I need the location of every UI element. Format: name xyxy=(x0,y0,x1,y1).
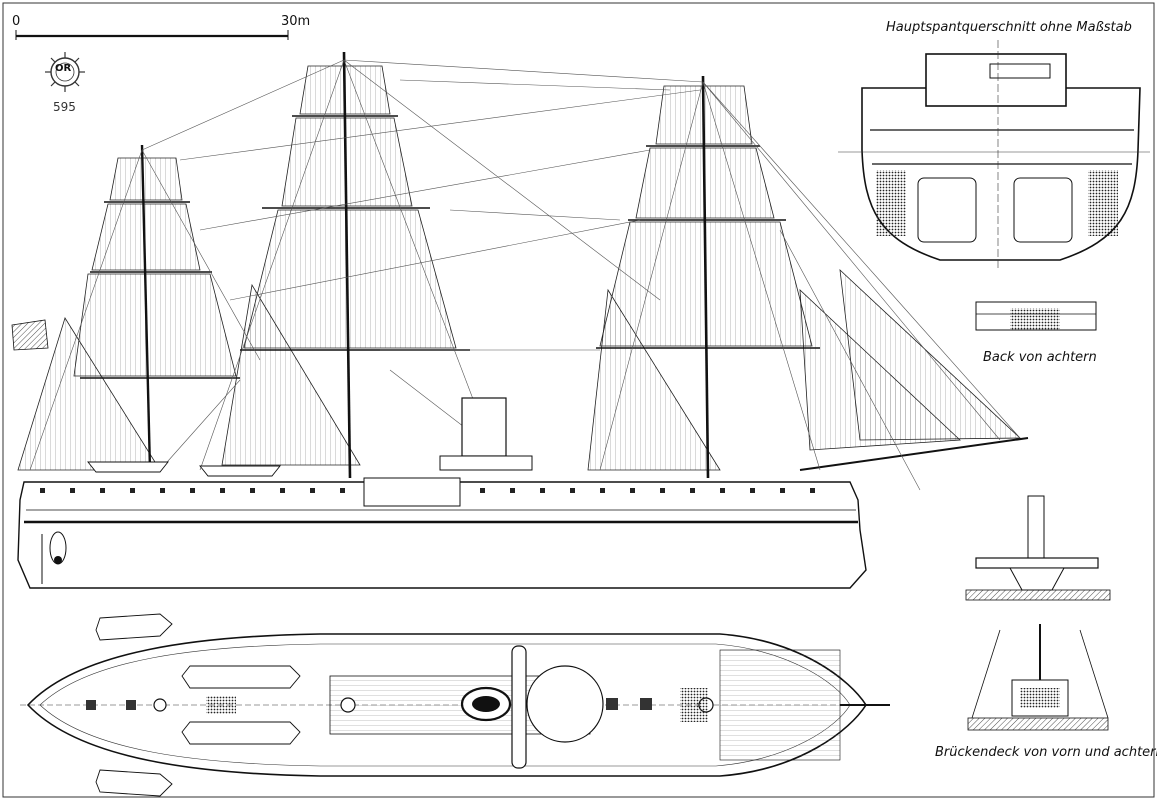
side-elevation xyxy=(11,51,1029,589)
mizzen-mast xyxy=(140,144,152,471)
bridge-deck-title: Brückendeck von vorn und achtern xyxy=(935,745,1157,760)
forecastle-aft-view xyxy=(975,301,1097,331)
midship-section xyxy=(838,40,1150,268)
side-boat xyxy=(87,461,169,473)
ensign-flag-icon xyxy=(11,319,49,351)
compass-logo-icon xyxy=(45,52,85,92)
midship-section-title: Hauptspantquerschnitt ohne Maßstab xyxy=(886,20,1132,35)
scale-bar xyxy=(15,30,289,40)
bridge-deck-views xyxy=(965,495,1111,731)
turret xyxy=(925,53,1067,107)
spanker-sail xyxy=(17,317,161,471)
funnel xyxy=(461,397,507,457)
bridge xyxy=(511,645,527,769)
gunports xyxy=(40,488,815,493)
main-mast xyxy=(342,51,352,479)
logo-number: 595 xyxy=(53,100,76,114)
skylight xyxy=(526,665,604,743)
main-topsail xyxy=(281,117,413,207)
hull-side xyxy=(17,481,867,589)
mizzen-royal-sail xyxy=(109,157,183,201)
gun-icon xyxy=(989,63,1051,79)
main-staysail xyxy=(221,283,361,466)
fore-mast xyxy=(701,75,710,479)
deck-boat xyxy=(181,665,301,689)
deck-plan xyxy=(20,613,890,797)
scale-end-label: 30m xyxy=(281,14,311,29)
scale-start-label: 0 xyxy=(12,14,21,29)
flying-jib-sail xyxy=(839,268,1022,441)
fore-staysail xyxy=(587,288,721,471)
forecastle-aft-title: Back von achtern xyxy=(983,350,1097,365)
propeller-icon xyxy=(41,531,67,584)
mizzen-topsail xyxy=(91,203,201,271)
mizzen-course xyxy=(73,273,237,377)
logo-text: OR xyxy=(55,63,72,74)
outboard-boat xyxy=(95,613,173,641)
